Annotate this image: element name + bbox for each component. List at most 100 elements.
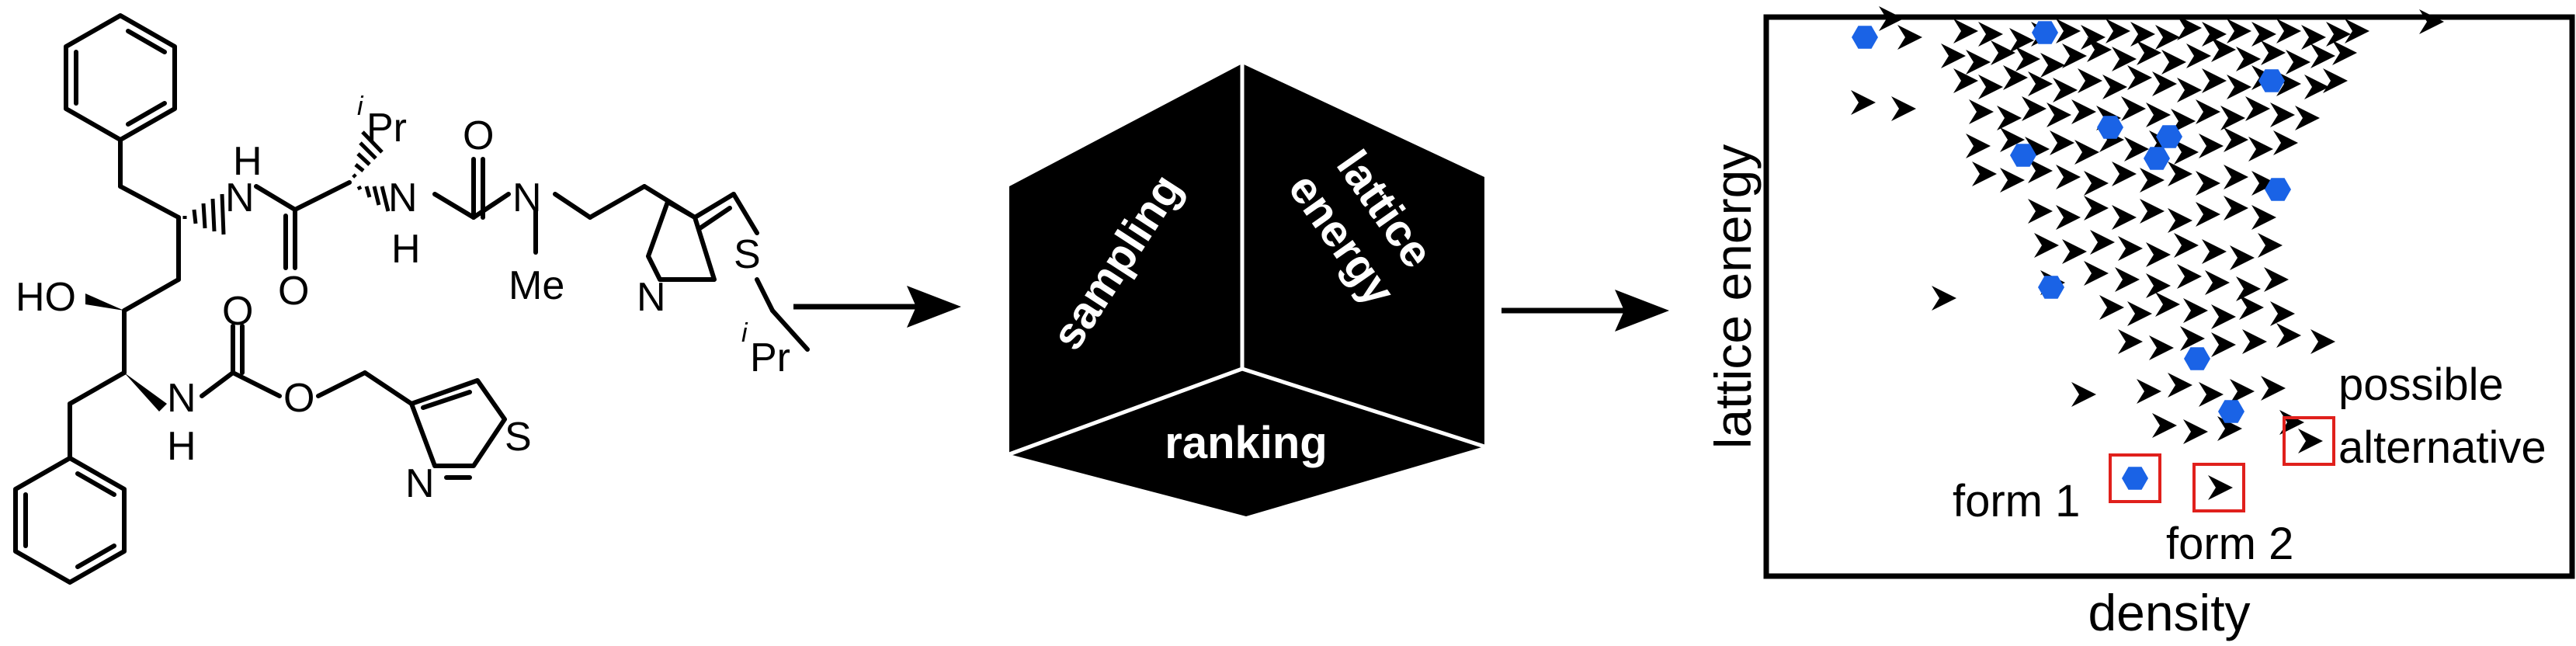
arrowhead-marker [2062, 239, 2087, 264]
highlight-boxes [2109, 416, 2335, 512]
process-arrow-1 [793, 286, 961, 328]
arrowhead-marker [2326, 22, 2351, 47]
atom-label: i [357, 92, 364, 121]
arrowhead-marker [2127, 65, 2152, 90]
arrowhead-marker [2047, 102, 2071, 127]
arrowhead-marker [2140, 199, 2165, 224]
arrowhead-marker [2270, 102, 2295, 127]
arrowhead-marker [1972, 162, 1997, 186]
cube-bottom-face [1009, 369, 1484, 516]
arrowhead-marker [2202, 239, 2227, 264]
arrowhead-marker [2186, 43, 2211, 68]
arrowhead-marker [2130, 22, 2155, 47]
arrowhead-marker [2236, 47, 2261, 71]
arrowhead-marker [2102, 75, 2127, 99]
arrowhead-marker [2137, 40, 2161, 65]
arrowhead-marker [2202, 68, 2227, 93]
arrowhead-marker [2295, 106, 2320, 130]
arrowhead-marker [2196, 99, 2220, 124]
arrowhead-marker [2168, 162, 2192, 186]
arrowhead-marker [2146, 273, 2171, 298]
arrowhead-marker [2137, 379, 2161, 404]
arrowhead-marker [2127, 301, 2152, 326]
arrowhead-marker [2273, 130, 2298, 155]
arrowhead-marker [2053, 78, 2078, 102]
arrowhead-marker [2140, 168, 2165, 193]
hexagon-marker [2010, 144, 2036, 167]
atom-label: N [405, 461, 435, 506]
hexagon-marker [2184, 347, 2210, 370]
arrowhead-marker [2155, 292, 2180, 317]
arrowhead-marker [2146, 242, 2171, 267]
arrowhead-marker [2071, 99, 2096, 124]
arrowhead-marker [2236, 276, 2261, 301]
annotation-alternative: alternative [2338, 422, 2546, 473]
arrowhead-marker [2009, 28, 2034, 53]
arrowhead-marker [2419, 9, 2444, 34]
arrowhead-marker [2248, 137, 2273, 162]
arrowhead-marker [2174, 233, 2199, 258]
arrowhead-marker [2261, 376, 2286, 401]
arrowhead-marker [2199, 134, 2224, 158]
arrowhead-marker [2028, 71, 2053, 96]
atom-label: i [741, 318, 748, 348]
atom-label: O [222, 289, 253, 334]
arrowhead-marker [2239, 295, 2264, 320]
highlight-box [2192, 463, 2245, 512]
arrowhead-marker [2074, 140, 2099, 165]
arrowhead-marker [1953, 68, 1978, 93]
arrowhead-marker [2177, 16, 2202, 40]
arrowhead-marker [2304, 75, 2329, 99]
arrowhead-marker [2071, 382, 2096, 407]
atom-label: S [505, 415, 532, 460]
molecule-structure: H N i Pr O N H O N Me S N i Pr HO O N H … [13, 13, 810, 585]
arrowhead-marker [2251, 171, 2276, 196]
arrowhead-marker [2224, 165, 2248, 189]
arrowhead-marker [1966, 134, 1991, 158]
arrowhead-marker [2180, 326, 2205, 351]
arrowhead-marker [2084, 261, 2109, 286]
atom-label: O [278, 269, 309, 314]
arrowhead-marker [2168, 373, 2192, 398]
atom-label: H [167, 424, 196, 469]
x-axis-label: density [2088, 584, 2250, 641]
cube-right-face [1242, 64, 1484, 446]
hexagon-marker [2265, 178, 2291, 201]
arrowhead-marker [2084, 196, 2109, 221]
arrowhead-marker [2028, 199, 2053, 224]
process-arrow-2 [1502, 290, 1669, 332]
arrowhead-marker [2345, 19, 2369, 43]
arrowhead-marker [2227, 19, 2251, 43]
hexagon-marker [2218, 400, 2244, 423]
arrowhead-marker [2286, 50, 2310, 75]
arrowhead-marker [2177, 78, 2202, 102]
arrowhead-marker [2270, 301, 2295, 326]
arrowhead-marker [2332, 40, 2357, 65]
arrowhead-marker [2112, 162, 2137, 186]
arrowhead-marker [2310, 43, 2335, 68]
arrowhead-marker [2301, 25, 2326, 50]
arrowhead-marker [2177, 264, 2202, 289]
atom-label: Me [509, 263, 564, 308]
arrowhead-marker [2087, 37, 2112, 62]
arrowhead-marker [1851, 90, 1876, 115]
hexagon-marker [2144, 147, 2170, 170]
arrowhead-marker [2251, 22, 2276, 47]
arrowhead-marker [1991, 40, 2015, 65]
arrowhead-marker [2106, 19, 2130, 43]
hexagon-marker [2156, 125, 2182, 148]
annotation-form-2: form 2 [2166, 519, 2293, 569]
arrowhead-marker [2022, 96, 2047, 121]
arrowhead-marker [2199, 382, 2224, 407]
arrowhead-marker [2161, 50, 2186, 75]
highlight-box [2109, 453, 2161, 503]
atom-label: N [167, 376, 196, 421]
atom-label: HO [16, 275, 76, 320]
arrowhead-marker [2118, 329, 2143, 354]
arrowhead-marker [2168, 208, 2192, 233]
arrowhead-marker [1932, 286, 1956, 311]
arrowhead-marker [2000, 127, 2025, 152]
phenyl-ring-top [64, 13, 177, 142]
hexagon-marker [2097, 116, 2123, 139]
